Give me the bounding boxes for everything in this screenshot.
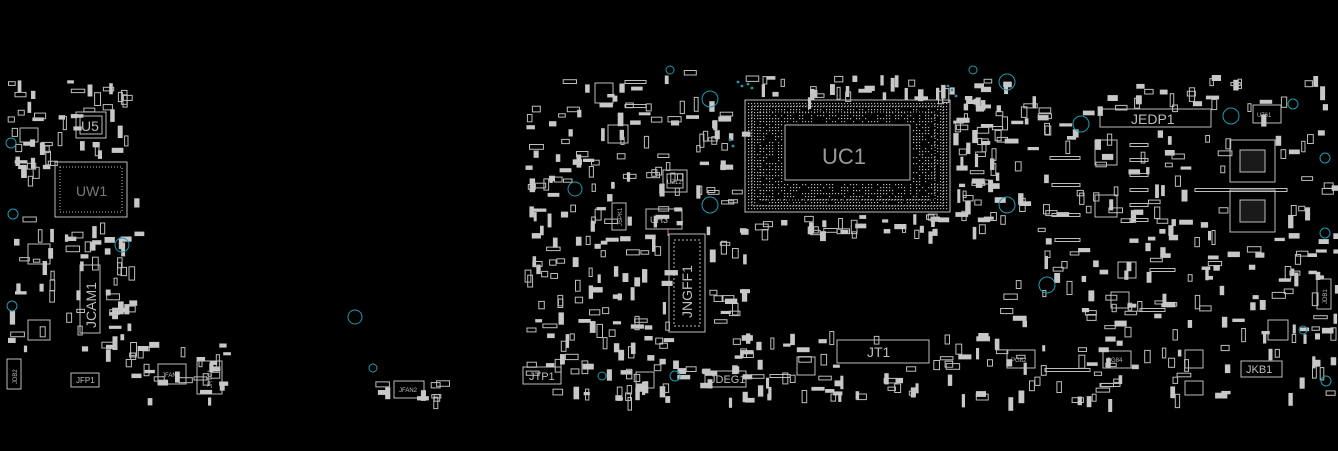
pg84-label: PG84 [1107, 358, 1123, 364]
pg82-label: PG82 [1011, 358, 1027, 364]
component-jedp1[interactable]: JEDP1 [1099, 108, 1212, 128]
jfan2-label: JFAN2 [399, 388, 418, 394]
component-u761[interactable]: U761 [1252, 104, 1282, 124]
component-jfp1[interactable]: JFP1 [70, 372, 100, 388]
component-jkb1[interactable]: JKB1 [1240, 360, 1283, 378]
uc1-pin-grid [728, 80, 958, 210]
component-jspk1[interactable]: JSPK1 [611, 202, 627, 231]
component-jt1[interactable]: JT1 [836, 339, 930, 364]
uc1-label: UC1 [822, 144, 866, 169]
component-jcam1[interactable]: JCAM1 [79, 264, 101, 334]
passive-components [7, 70, 1338, 412]
jcam1-label: JCAM1 [83, 282, 99, 328]
component-jdb2[interactable]: JDB2 [6, 358, 22, 390]
component-jfan1[interactable]: JFAN1 [157, 363, 187, 385]
component-jtp1[interactable]: JTP1 [522, 366, 562, 385]
jfan1-label: JFAN1 [162, 373, 181, 379]
component-uw1[interactable]: UW1 [54, 161, 128, 218]
jspk1-label: JSPK1 [618, 207, 624, 226]
jt1-label: JT1 [867, 344, 891, 360]
jedp1-label: JEDP1 [1131, 111, 1175, 127]
jdb1-label: JDB1 [1323, 289, 1329, 304]
uz12-label: UZ12 [667, 180, 682, 186]
uh3-label: UH3 [650, 215, 668, 225]
component-uh3[interactable]: UH3 [645, 208, 683, 236]
bga-right-upper [1229, 139, 1276, 183]
u5-label: U5 [81, 118, 99, 134]
component-jfan2[interactable]: JFAN2 [393, 380, 425, 399]
component-u5[interactable]: U5 [75, 111, 107, 139]
ic-left-1 [19, 82, 1289, 396]
jngff1-label: JNGFF1 [679, 265, 695, 318]
component-jngff1[interactable]: JNGFF1 [668, 233, 706, 333]
component-pg82[interactable]: PG82 [1006, 349, 1036, 369]
uw1-label: UW1 [76, 183, 107, 199]
jkb1-label: JKB1 [1246, 364, 1272, 376]
jdeg1-label: JDEG1 [710, 374, 745, 386]
test-points [5, 65, 1332, 387]
component-pg84[interactable]: PG84 [1102, 350, 1132, 369]
component-jdb1[interactable]: JDB1 [1316, 278, 1332, 310]
component-uc1[interactable]: UC1 [744, 99, 951, 213]
jfp1-label: JFP1 [76, 376, 95, 385]
jtp1-label: JTP1 [529, 371, 555, 383]
bga-right-lower [1229, 189, 1276, 233]
jdb2-label: JDB2 [13, 369, 19, 384]
